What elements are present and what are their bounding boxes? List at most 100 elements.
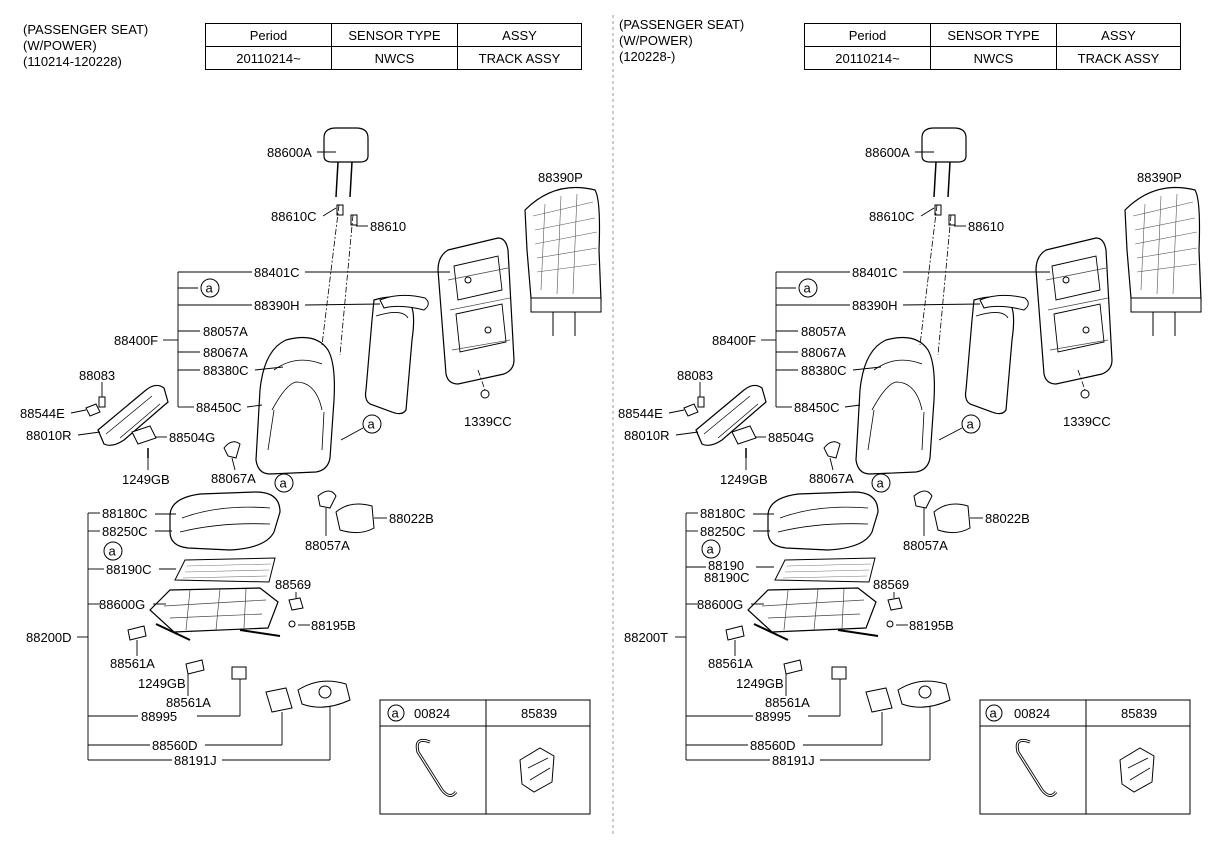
right-88195b-part bbox=[886, 620, 894, 628]
right-parts-box: a 00824 85839 bbox=[979, 699, 1191, 815]
left-cell-period: 20110214~ bbox=[205, 46, 332, 70]
left-88191j-hub bbox=[318, 685, 332, 699]
left-label-88544E: 88544E bbox=[20, 406, 65, 421]
left-back-cover-drawing bbox=[524, 186, 602, 337]
right-label-1249GB-lower: 1249GB bbox=[736, 676, 784, 691]
left-label-88610: 88610 bbox=[370, 219, 406, 234]
left-label-88450C: 88450C bbox=[196, 400, 242, 415]
left-88544e-part bbox=[85, 403, 101, 417]
left-88610c-guide bbox=[336, 204, 344, 216]
left-label-88561A-lower: 88561A bbox=[166, 695, 211, 710]
left-label-88504G: 88504G bbox=[169, 430, 215, 445]
left-parts-box-part2: 85839 bbox=[521, 706, 557, 721]
right-88995-module bbox=[831, 666, 847, 680]
right-88022b-part bbox=[933, 503, 971, 534]
left-label-88057A-lower: 88057A bbox=[305, 538, 350, 553]
right-label-88561A-lower: 88561A bbox=[765, 695, 810, 710]
left-label-88390H: 88390H bbox=[254, 298, 300, 313]
right-label-88057A-lower: 88057A bbox=[903, 538, 948, 553]
right-label-88067A-lower: 88067A bbox=[809, 471, 854, 486]
right-88560d-part bbox=[865, 687, 893, 713]
right-ref-a-2: a bbox=[961, 414, 981, 434]
left-label-88180C: 88180C bbox=[102, 506, 148, 521]
right-ref-a-4: a bbox=[701, 539, 721, 559]
left-label-88067A: 88067A bbox=[203, 345, 248, 360]
right-back-cover-drawing bbox=[1124, 186, 1202, 337]
left-diagram: a a a a 88600A 88610C 88610 88390P 88401… bbox=[20, 127, 602, 815]
right-88390H-trim bbox=[979, 294, 1029, 311]
right-cell-sensor-type: NWCS bbox=[930, 46, 1057, 70]
left-side-shield-drawing bbox=[97, 384, 169, 446]
left-seat-frame-drawing bbox=[149, 587, 281, 641]
left-back-cushion-drawing bbox=[255, 336, 335, 475]
left-label-88191J: 88191J bbox=[174, 753, 217, 768]
left-seat-cushion-drawing bbox=[169, 491, 281, 551]
left-info-table: Period SENSOR TYPE ASSY 20110214~ NWCS T… bbox=[205, 23, 582, 70]
left-parts-box-part1: 00824 bbox=[414, 706, 450, 721]
right-label-88600G: 88600G bbox=[697, 597, 743, 612]
left-label-88057A: 88057A bbox=[203, 324, 248, 339]
left-88195b-part bbox=[288, 620, 296, 628]
right-1339cc-nut-drawing bbox=[1080, 389, 1090, 399]
right-label-88544E: 88544E bbox=[618, 406, 663, 421]
right-info-table: Period SENSOR TYPE ASSY 20110214~ NWCS T… bbox=[804, 23, 1181, 70]
right-label-88504G: 88504G bbox=[768, 430, 814, 445]
right-88610-guide bbox=[948, 214, 956, 226]
left-headrest-drawing bbox=[323, 127, 369, 198]
right-label-88450C: 88450C bbox=[794, 400, 840, 415]
right-label-88400F: 88400F bbox=[712, 333, 756, 348]
right-88191j-part bbox=[897, 680, 951, 708]
right-cell-assy: TRACK ASSY bbox=[1056, 46, 1181, 70]
left-88610-guide bbox=[350, 214, 358, 226]
right-label-88083: 88083 bbox=[677, 368, 713, 383]
left-88390H-trim bbox=[379, 294, 429, 311]
right-label-88600A: 88600A bbox=[865, 145, 910, 160]
right-col-sensor-type: SENSOR TYPE bbox=[930, 23, 1057, 47]
left-label-88569: 88569 bbox=[275, 577, 311, 592]
right-ref-a-3: a bbox=[871, 473, 891, 493]
left-88561a-part-2 bbox=[185, 659, 205, 675]
left-88067a-part bbox=[223, 441, 241, 459]
right-header-line-3: (120228-) bbox=[619, 49, 676, 64]
left-label-88600A: 88600A bbox=[267, 145, 312, 160]
left-label-1249GB: 1249GB bbox=[122, 472, 170, 487]
left-ref-a-1-text: a bbox=[206, 281, 214, 296]
right-label-88380C: 88380C bbox=[801, 363, 847, 378]
left-cell-assy: TRACK ASSY bbox=[457, 46, 582, 70]
right-back-cushion-drawing bbox=[855, 336, 936, 475]
right-label-88995: 88995 bbox=[755, 709, 791, 724]
left-label-88195B: 88195B bbox=[311, 618, 356, 633]
right-88561a-part-2 bbox=[783, 659, 803, 675]
right-label-88190: 88190 bbox=[708, 558, 744, 573]
right-label-88390H: 88390H bbox=[852, 298, 898, 313]
right-col-assy: ASSY bbox=[1056, 23, 1181, 47]
right-label-88610C: 88610C bbox=[869, 209, 915, 224]
right-88083-part bbox=[697, 396, 705, 408]
right-ref-a-2-text: a bbox=[967, 417, 975, 432]
left-parts-box-ref-a: a bbox=[392, 706, 400, 721]
right-label-88560D: 88560D bbox=[750, 738, 796, 753]
left-label-88022B: 88022B bbox=[389, 511, 434, 526]
left-ref-a-3: a bbox=[274, 473, 294, 493]
right-cell-period: 20110214~ bbox=[804, 46, 931, 70]
left-header: (PASSENGER SEAT) (W/POWER) (110214-12022… bbox=[23, 22, 148, 70]
left-seat-mat-drawing bbox=[174, 557, 276, 583]
left-label-88067A-lower: 88067A bbox=[211, 471, 256, 486]
left-label-1339CC: 1339CC bbox=[464, 414, 512, 429]
right-back-frame-drawing bbox=[1035, 237, 1113, 385]
right-88569-part bbox=[887, 597, 903, 611]
right-label-1339CC: 1339CC bbox=[1063, 414, 1111, 429]
left-ref-a-2: a bbox=[362, 414, 382, 434]
left-ref-a-3-text: a bbox=[280, 476, 288, 491]
left-label-88401C: 88401C bbox=[254, 265, 300, 280]
right-88191j-hub bbox=[918, 685, 932, 699]
left-88561a-part bbox=[127, 625, 147, 641]
right-88504g-part bbox=[731, 425, 757, 445]
right-ref-a-4-text: a bbox=[707, 542, 715, 557]
right-label-88010R: 88010R bbox=[624, 428, 670, 443]
left-header-line-1: (PASSENGER SEAT) bbox=[23, 22, 149, 37]
right-88057a-part bbox=[913, 490, 933, 509]
left-ref-a-4-text: a bbox=[109, 544, 117, 559]
left-cell-sensor-type: NWCS bbox=[331, 46, 458, 70]
